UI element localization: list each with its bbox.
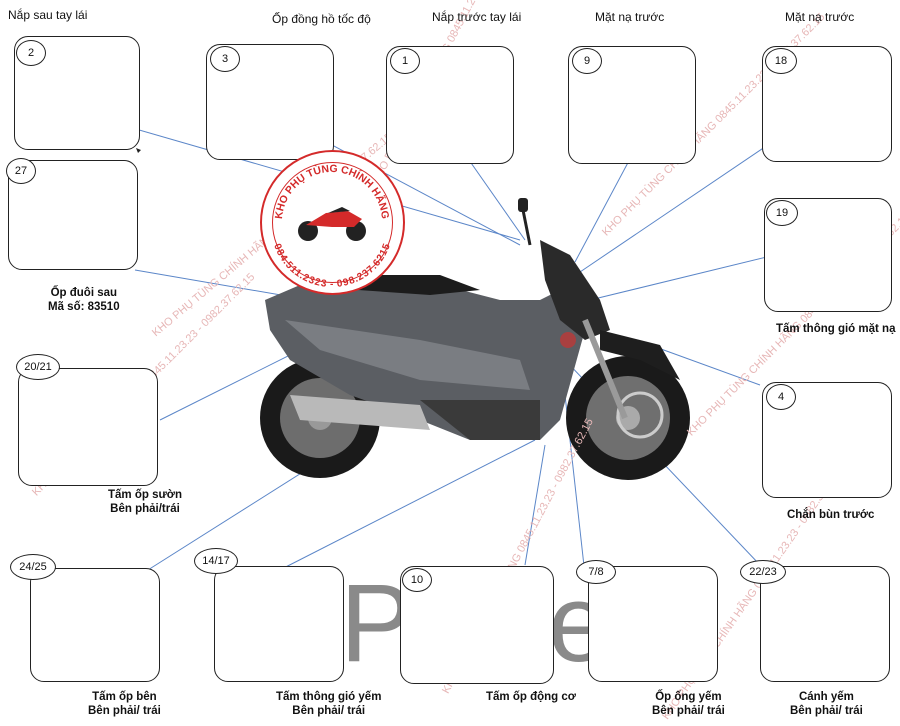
part-number: 9 xyxy=(572,48,602,74)
part-number: 2 xyxy=(16,40,46,66)
leader-line-10 xyxy=(524,444,546,566)
part-title: Mặt nạ trước xyxy=(785,10,855,24)
part-caption-10: Tấm ốp động cơ xyxy=(486,691,576,703)
part-title: Nắp sau tay lái xyxy=(8,8,88,22)
part-number: 18 xyxy=(765,48,797,74)
part-title: Nắp trước tay lái xyxy=(432,10,522,24)
part-box-24-25 xyxy=(30,568,160,682)
shop-stamp-logo: KHO PHỤ TÙNG CHÍNH HÃNG 084.511.2323 - 0… xyxy=(260,150,405,295)
motorbike-icon xyxy=(298,207,366,241)
stamp-bottom-text: 084.511.2323 - 098.237.6215 xyxy=(271,242,393,290)
part-caption-19: Tấm thông gió mặt nạ xyxy=(776,323,896,335)
part-number: 10 xyxy=(402,568,432,592)
part-box-22-23 xyxy=(760,566,890,682)
svg-text:084.511.2323 - 098.237.6215: 084.511.2323 - 098.237.6215 xyxy=(271,242,393,290)
part-box-20-21 xyxy=(18,368,158,486)
leader-line-4 xyxy=(649,344,761,386)
part-title: Ốp đồng hồ tốc độ xyxy=(272,12,371,26)
part-caption-4: Chắn bùn trước xyxy=(787,509,875,521)
part-box-14-17 xyxy=(214,566,344,682)
part-box-7-8 xyxy=(588,566,718,682)
part-number: 14/17 xyxy=(194,548,238,574)
part-number: 19 xyxy=(766,200,798,226)
part-number: 7/8 xyxy=(576,560,616,584)
leader-line-18 xyxy=(579,129,791,273)
part-number: 1 xyxy=(390,48,420,74)
part-title: Mặt nạ trước xyxy=(595,10,665,24)
leader-line-19 xyxy=(589,254,776,301)
motorcycle-illustration xyxy=(260,198,690,480)
svg-text:KHO PHỤ TÙNG CHÍNH HÃNG: KHO PHỤ TÙNG CHÍNH HÃNG xyxy=(273,163,391,220)
part-number: 20/21 xyxy=(16,354,60,380)
part-number: 3 xyxy=(210,46,240,72)
stamp-top-text: KHO PHỤ TÙNG CHÍNH HÃNG xyxy=(273,163,391,220)
part-number: 22/23 xyxy=(740,560,786,584)
part-number: 4 xyxy=(766,384,796,410)
leader-line-14-17 xyxy=(269,439,536,576)
part-number: 24/25 xyxy=(10,554,56,580)
part-number: 27 xyxy=(6,158,36,184)
